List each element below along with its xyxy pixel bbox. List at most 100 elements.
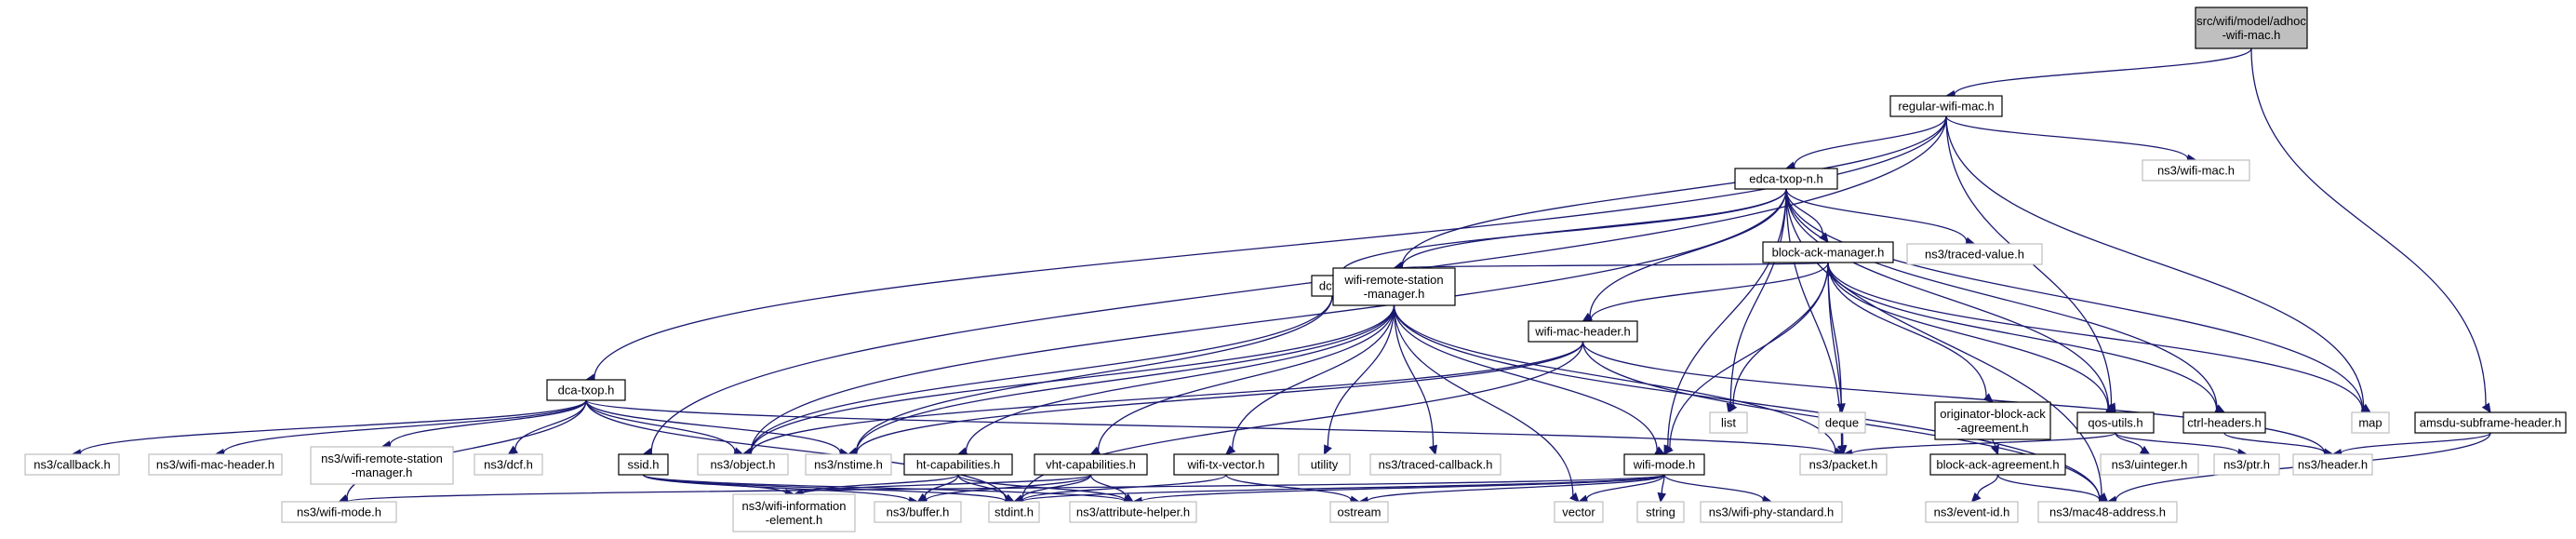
node-uinteger: ns3/uinteger.h bbox=[2100, 453, 2199, 476]
edge-bam-to-ctrl bbox=[1827, 262, 2226, 414]
node-ns3wmh: ns3/wifi-mac-header.h bbox=[148, 453, 283, 476]
edge-line bbox=[1827, 262, 2109, 409]
edge-wifimode-to-wps bbox=[1663, 474, 1773, 505]
node-vector: vector bbox=[1554, 501, 1604, 523]
edge-line bbox=[1663, 474, 1764, 501]
edge-edca-to-ctrl bbox=[1785, 188, 2226, 413]
edge-line bbox=[750, 295, 1333, 452]
node-wps: ns3/wifi-phy-standard.h bbox=[1700, 501, 1843, 523]
node-string: string bbox=[1636, 501, 1685, 523]
edge-line bbox=[750, 341, 1584, 453]
edge-line bbox=[1827, 262, 2218, 410]
edge-line bbox=[856, 341, 1584, 453]
node-ns3wrsm: ns3/wifi-remote-station-manager.h bbox=[310, 446, 454, 485]
edge-line bbox=[1582, 341, 2326, 453]
node-box bbox=[805, 453, 892, 476]
edge-line bbox=[1667, 188, 1787, 447]
node-label: regular-wifi-mac.h bbox=[1898, 100, 1994, 114]
node-label: originator-block-ack bbox=[1940, 407, 2046, 421]
edge-dcatxop-to-ns3dcf bbox=[507, 399, 587, 455]
edge-line bbox=[957, 474, 1008, 499]
edge-line bbox=[2340, 432, 2491, 454]
node-wrsm[interactable]: wifi-remote-station-manager.h bbox=[1332, 267, 1456, 306]
node-label: ssid.h bbox=[628, 458, 660, 472]
edge-line bbox=[1732, 262, 1829, 406]
edge-arrowhead bbox=[1323, 444, 1332, 456]
node-box bbox=[2142, 159, 2250, 182]
node-wifimode[interactable]: wifi-mode.h bbox=[1623, 453, 1705, 476]
edge-line bbox=[585, 399, 736, 452]
edge-line bbox=[79, 399, 587, 454]
node-callback: ns3/callback.h bbox=[24, 453, 120, 476]
node-label: -manager.h bbox=[1364, 287, 1425, 301]
edge-line bbox=[1590, 262, 1829, 320]
edge-arrowhead bbox=[1990, 444, 1999, 456]
node-oba[interactable]: originator-block-ack-agreement.h bbox=[1934, 401, 2051, 440]
edge-arrowhead bbox=[1663, 444, 1674, 455]
node-dcatxop[interactable]: dca-txop.h bbox=[546, 379, 626, 401]
edge-line bbox=[1585, 474, 1665, 500]
node-label: ns3/wifi-information bbox=[742, 499, 847, 513]
edge-oba-to-baa bbox=[1990, 438, 1999, 456]
edge-line bbox=[1996, 474, 2101, 501]
edge-root-to-amsdu bbox=[2250, 47, 2491, 414]
node-label: ns3/wifi-remote-station bbox=[321, 451, 443, 465]
node-box bbox=[1623, 453, 1705, 476]
node-wtxv[interactable]: wifi-tx-vector.h bbox=[1173, 453, 1279, 476]
edge-line bbox=[222, 399, 587, 453]
edge-line bbox=[1327, 304, 1395, 447]
nodes-layer: src/wifi/model/adhoc-wifi-mac.h regular-w… bbox=[24, 7, 2567, 532]
node-box bbox=[1636, 501, 1685, 523]
node-list: list bbox=[1709, 411, 1748, 434]
node-label: vector bbox=[1562, 505, 1595, 519]
node-edca[interactable]: edca-txop-n.h bbox=[1734, 168, 1838, 190]
edge-line bbox=[1232, 304, 1395, 450]
node-box bbox=[1173, 453, 1279, 476]
node-label: block-ack-manager.h bbox=[1772, 246, 1885, 260]
node-box bbox=[1709, 411, 1748, 434]
node-htcap[interactable]: ht-capabilities.h bbox=[903, 453, 1013, 476]
node-label: ns3/object.h bbox=[710, 458, 775, 472]
node-amsdu[interactable]: amsdu-subframe-header.h bbox=[2414, 411, 2567, 434]
edge-line bbox=[1661, 474, 1665, 494]
edge-line bbox=[1785, 188, 2218, 409]
node-box bbox=[2037, 501, 2178, 523]
edge-line bbox=[965, 304, 1395, 452]
node-box bbox=[1818, 411, 1866, 434]
node-mac48: ns3/mac48-address.h bbox=[2037, 501, 2178, 523]
node-vhtcap[interactable]: vht-capabilities.h bbox=[1034, 453, 1148, 476]
node-box bbox=[2292, 453, 2373, 476]
node-ctrl[interactable]: ctrl-headers.h bbox=[2182, 411, 2266, 434]
node-root[interactable]: src/wifi/model/adhoc-wifi-mac.h bbox=[2195, 7, 2308, 49]
edge-line bbox=[2250, 47, 2487, 406]
node-label: wifi-mode.h bbox=[1633, 458, 1695, 472]
node-label: qos-utils.h bbox=[2088, 416, 2142, 430]
node-box bbox=[1700, 501, 1843, 523]
edge-bam-to-oba bbox=[1827, 262, 1994, 403]
edge-arrowhead bbox=[1657, 492, 1667, 504]
node-label: amsdu-subframe-header.h bbox=[2420, 416, 2561, 430]
node-box bbox=[2213, 453, 2280, 476]
edge-wifimode-to-string bbox=[1657, 474, 1667, 504]
node-nstime: ns3/nstime.h bbox=[805, 453, 892, 476]
node-ssid[interactable]: ssid.h bbox=[618, 453, 669, 476]
node-box bbox=[1889, 95, 2003, 117]
node-box bbox=[1329, 501, 1389, 523]
node-wmh[interactable]: wifi-mac-header.h bbox=[1528, 320, 1638, 343]
node-bam[interactable]: block-ack-manager.h bbox=[1762, 241, 1894, 263]
node-baa[interactable]: block-ack-agreement.h bbox=[1929, 453, 2066, 476]
node-qos[interactable]: qos-utils.h bbox=[2076, 411, 2155, 434]
node-box bbox=[1069, 501, 1197, 523]
edge-line bbox=[1669, 262, 1829, 449]
node-label: ns3/buffer.h bbox=[887, 505, 950, 519]
edge-line bbox=[1021, 474, 1092, 500]
node-utility: utility bbox=[1298, 453, 1351, 476]
edge-line bbox=[1954, 47, 2252, 95]
edge-line bbox=[924, 474, 959, 498]
edge-line bbox=[1393, 304, 1836, 452]
node-regular[interactable]: regular-wifi-mac.h bbox=[1889, 95, 2003, 117]
edge-amsdu-to-header bbox=[2331, 432, 2491, 458]
edge-line bbox=[642, 474, 911, 502]
edge-vhtcap-to-attrhelper bbox=[1089, 474, 1135, 503]
